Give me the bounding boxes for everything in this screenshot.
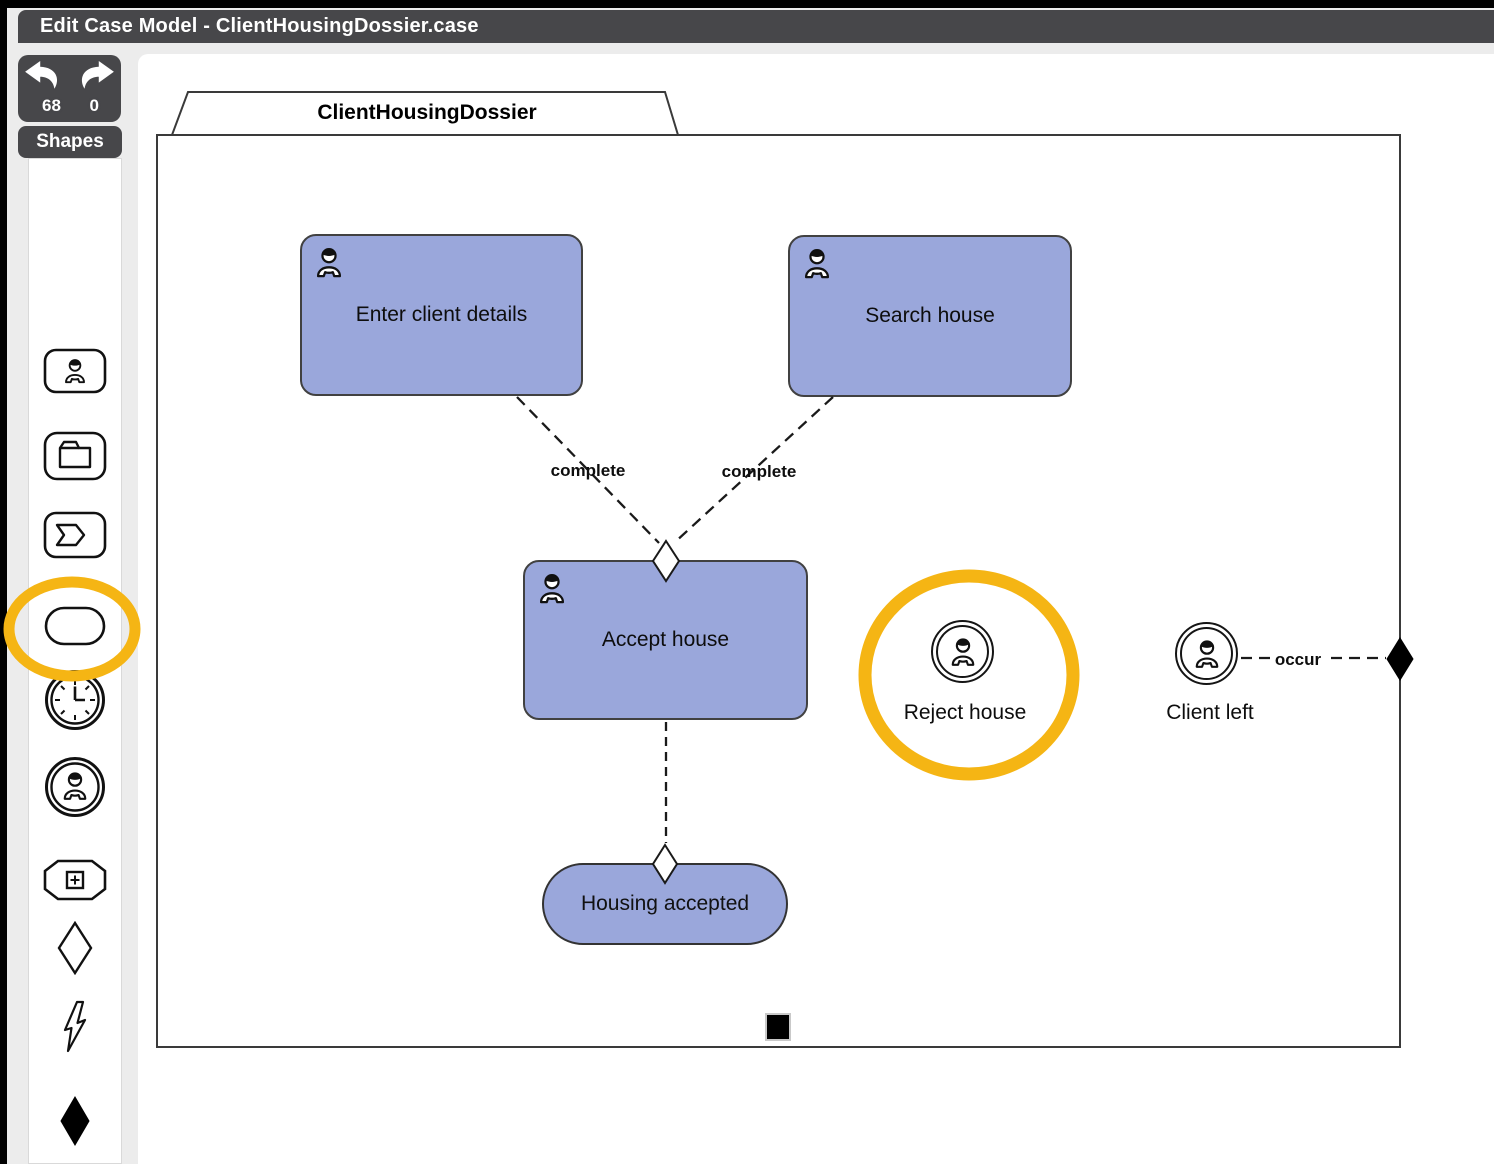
event-label-reject-house: Reject house xyxy=(875,701,1055,725)
palette-case-task[interactable] xyxy=(43,431,107,486)
user-event-listener-icon xyxy=(44,756,106,818)
diagram-canvas[interactable] xyxy=(138,54,1494,1164)
task-search-house[interactable]: Search house xyxy=(788,235,1072,397)
palette-timer-event-listener[interactable] xyxy=(44,669,106,736)
timer-event-listener-icon xyxy=(44,669,106,731)
palette-event[interactable] xyxy=(58,999,92,1060)
palette-milestone[interactable] xyxy=(44,606,106,651)
case-plan-title: ClientHousingDossier xyxy=(277,101,577,125)
connector-label-occur: occur xyxy=(1271,650,1325,670)
human-task-icon xyxy=(43,348,107,394)
milestone-icon xyxy=(44,606,106,646)
event-listener-reject-house[interactable] xyxy=(931,620,994,683)
undo-redo-panel: 68 0 xyxy=(18,55,121,122)
redo-button[interactable]: 0 xyxy=(70,55,122,122)
milestone-label: Housing accepted xyxy=(581,892,749,916)
shapes-palette xyxy=(28,158,122,1164)
human-task-person-icon xyxy=(312,244,346,281)
user-event-inner-circle xyxy=(936,625,989,678)
connector-label-complete-search: complete xyxy=(715,462,803,482)
user-event-person-icon xyxy=(947,635,979,669)
user-event-person-icon xyxy=(1191,637,1223,671)
task-label: Enter client details xyxy=(356,303,528,327)
undo-icon xyxy=(23,60,65,94)
redo-icon xyxy=(74,60,116,94)
task-label: Search house xyxy=(865,304,995,328)
human-task-person-icon xyxy=(535,570,569,607)
palette-user-event-listener[interactable] xyxy=(44,756,106,823)
task-accept-house[interactable]: Accept house xyxy=(523,560,808,720)
user-event-inner-circle xyxy=(1180,627,1233,680)
redo-count: 0 xyxy=(90,96,99,116)
window-titlebar: Edit Case Model - ClientHousingDossier.c… xyxy=(18,10,1494,43)
human-task-person-icon xyxy=(800,245,834,282)
palette-process-task[interactable] xyxy=(43,511,107,564)
shapes-panel-header[interactable]: Shapes xyxy=(18,126,122,158)
window-title: Edit Case Model - ClientHousingDossier.c… xyxy=(40,15,479,37)
task-label: Accept house xyxy=(602,628,729,652)
undo-count: 68 xyxy=(42,96,61,116)
entry-criterion-icon xyxy=(57,921,93,975)
connector-label-complete-enter: complete xyxy=(544,461,632,481)
palette-exit-criterion[interactable] xyxy=(59,1095,91,1152)
milestone-housing-accepted[interactable]: Housing accepted xyxy=(542,863,788,945)
undo-button[interactable]: 68 xyxy=(18,55,70,122)
palette-entry-criterion[interactable] xyxy=(57,921,93,980)
event-icon xyxy=(58,999,92,1055)
case-task-icon xyxy=(43,431,107,481)
palette-stage[interactable] xyxy=(43,859,107,906)
palette-human-task[interactable] xyxy=(43,348,107,399)
event-label-client-left: Client left xyxy=(1120,701,1300,725)
shapes-panel-label: Shapes xyxy=(36,131,104,152)
process-task-icon xyxy=(43,511,107,559)
task-enter-client-details[interactable]: Enter client details xyxy=(300,234,583,396)
event-listener-client-left[interactable] xyxy=(1175,622,1238,685)
stage-icon xyxy=(43,859,107,901)
exit-criterion-icon xyxy=(59,1095,91,1147)
